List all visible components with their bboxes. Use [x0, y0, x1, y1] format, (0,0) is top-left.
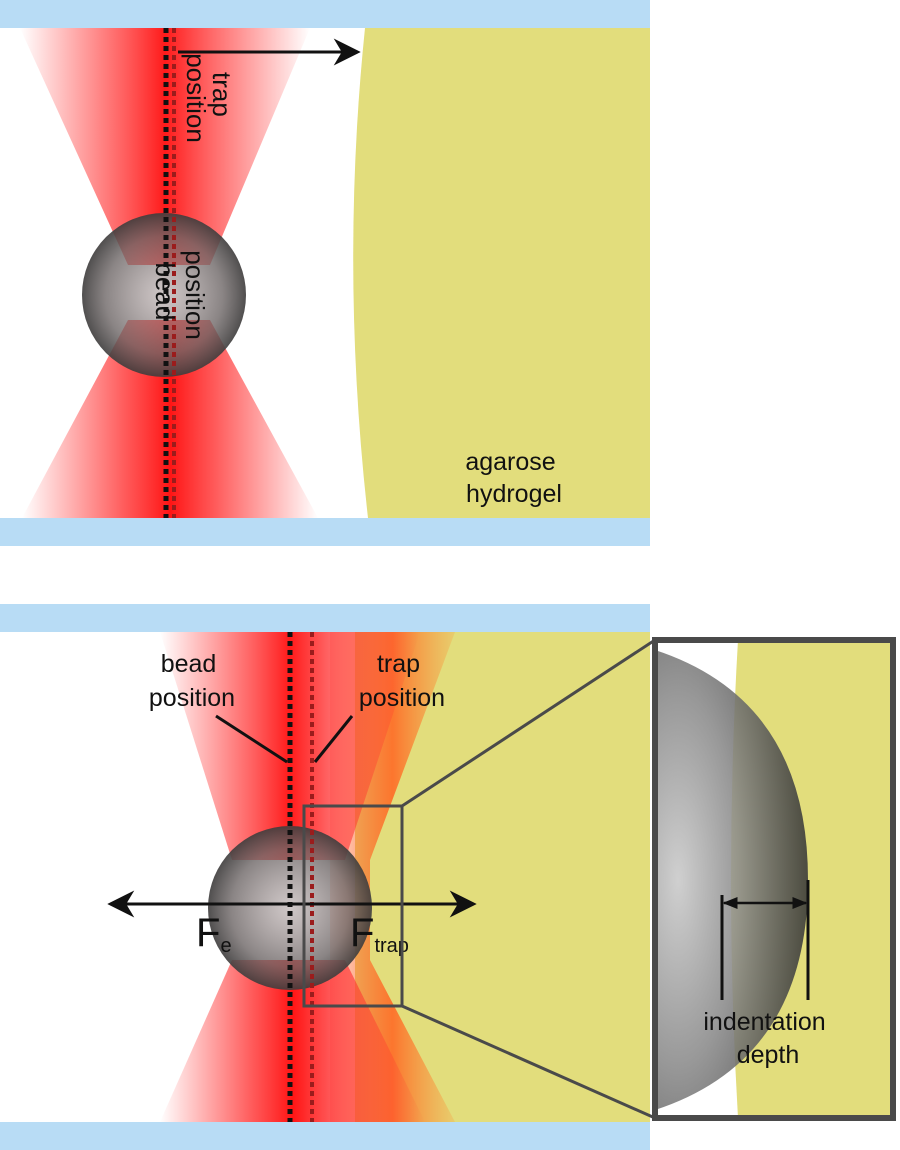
- trap-label-leader: [313, 715, 354, 763]
- bottom-bead: [208, 826, 372, 990]
- zoom-connector-top: [401, 638, 656, 808]
- top-glass-lower: [0, 518, 650, 546]
- bead-label-leader: [215, 714, 288, 764]
- zoom-region-box: [302, 804, 404, 1008]
- force-trap-label: Ftrap: [350, 911, 409, 957]
- top-bead-label: bead position: [150, 250, 210, 340]
- indentation-label: indentation depth: [703, 1008, 832, 1069]
- zoom-connector-bottom: [401, 1004, 656, 1120]
- top-hydrogel: [353, 28, 650, 518]
- top-beam-lower-cone: [22, 320, 318, 518]
- inset-bead: [655, 650, 808, 1110]
- force-e-label: Fe: [196, 911, 232, 957]
- bottom-trap-label: trap position: [359, 650, 445, 712]
- top-bead: [82, 213, 246, 377]
- gel-label: agarose hydrogel: [465, 448, 562, 508]
- top-panel: trap position bead position agarose hydr…: [0, 0, 650, 546]
- bottom-beam-upper-cone: [160, 632, 420, 860]
- top-glass-upper: [0, 0, 650, 28]
- bottom-glass-upper: [0, 604, 650, 632]
- inset-frame: [652, 637, 896, 1121]
- bottom-bead-label: bead position: [149, 650, 235, 712]
- bottom-panel: bead position trap position Fe Ftrap: [0, 604, 656, 1150]
- bottom-glass-lower: [0, 1122, 650, 1150]
- indentation-inset: indentation depth: [652, 637, 896, 1121]
- top-trap-label: trap position: [181, 53, 237, 143]
